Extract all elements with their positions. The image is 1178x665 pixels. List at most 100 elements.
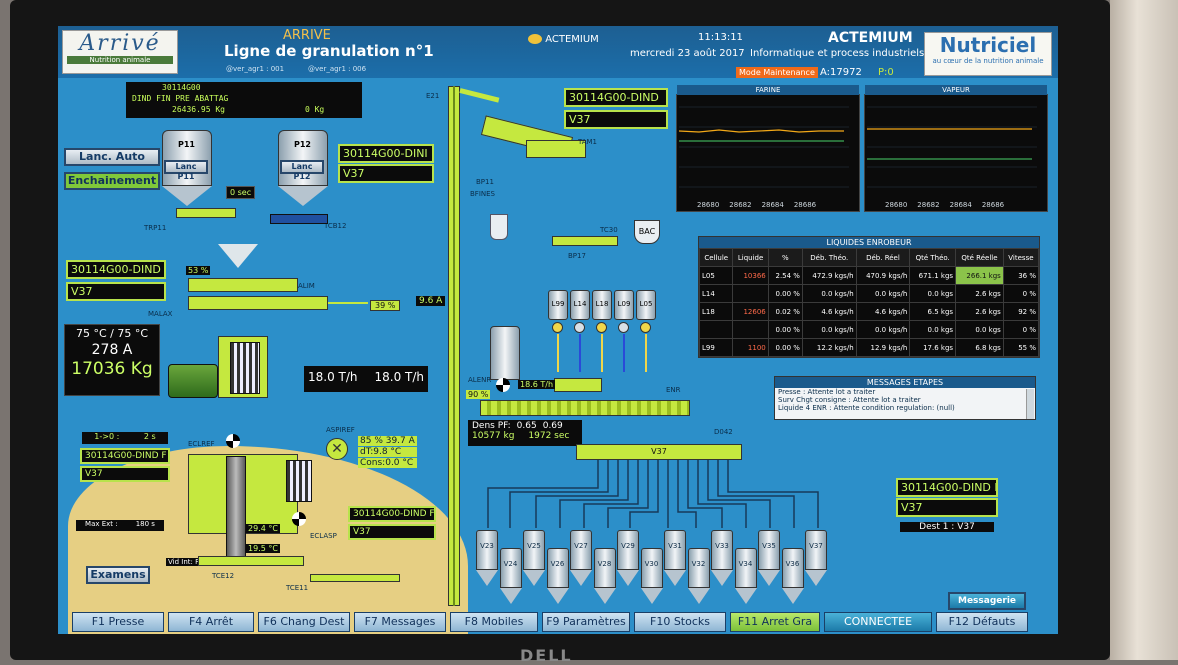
fkey-f9-button[interactable]: F9 Paramètres bbox=[542, 612, 630, 632]
silo-label: V29 bbox=[621, 542, 635, 550]
silo[interactable]: V27 bbox=[570, 530, 592, 588]
timer2-display: 1->0 : 2 s bbox=[82, 432, 168, 444]
silo-label: V34 bbox=[738, 560, 753, 568]
silo[interactable]: V25 bbox=[523, 530, 545, 588]
fkey-f12-button[interactable]: F12 Défauts bbox=[936, 612, 1028, 632]
destination-box-eclasp: V37 bbox=[348, 524, 436, 540]
conveyor-malax bbox=[188, 296, 328, 310]
messages-panel: MESSAGES ETAPES Presse : Attente lot a t… bbox=[774, 376, 1036, 420]
label-alim: ALIM bbox=[298, 282, 315, 290]
liquides-column-header: Déb. Théo. bbox=[801, 248, 857, 267]
liquid-tank-body: L05 bbox=[636, 290, 656, 320]
fkey-f1-button[interactable]: F1 Presse bbox=[72, 612, 164, 632]
valve-yellow-icon bbox=[552, 322, 563, 333]
lanc-p11-button[interactable]: Lanc P11 bbox=[164, 160, 208, 181]
liquid-tank: L99 bbox=[548, 290, 568, 386]
liquid-pipe bbox=[601, 334, 603, 372]
silo-cone bbox=[593, 588, 616, 604]
alim-hopper-shape bbox=[218, 244, 258, 268]
vapeur-xtick-3: 28686 bbox=[981, 201, 1005, 209]
density-row: Dens PF: 0.65 0.69 bbox=[472, 421, 578, 431]
silo[interactable]: V33 bbox=[711, 530, 733, 588]
silo-body bbox=[687, 548, 710, 588]
silo-cone bbox=[805, 570, 827, 586]
silo[interactable]: V37 bbox=[805, 530, 827, 588]
liquides-column-header: Déb. Réel bbox=[855, 248, 911, 267]
table-cell: 0 % bbox=[1002, 284, 1040, 303]
temp-294: 29.4 °C bbox=[246, 524, 280, 533]
product-box-right: 30114G00-DIND F bbox=[896, 478, 998, 497]
fkey-f7-button[interactable]: F7 Messages bbox=[354, 612, 446, 632]
silo-body bbox=[546, 548, 569, 588]
silo-label: V31 bbox=[668, 542, 682, 550]
silo[interactable]: V36 bbox=[781, 548, 804, 606]
conveyor-tcb12 bbox=[270, 214, 328, 224]
silo-cone bbox=[781, 588, 804, 604]
messages-scrollbar[interactable] bbox=[1026, 389, 1034, 419]
silo[interactable]: V34 bbox=[734, 548, 757, 606]
silo[interactable]: V24 bbox=[499, 548, 522, 606]
silo[interactable]: V29 bbox=[617, 530, 639, 588]
bac-tank: BAC bbox=[634, 220, 660, 244]
fkey-connectee-button[interactable]: CONNECTEE bbox=[824, 612, 932, 632]
product-box-eclasp: 30114G00-DIND F bbox=[348, 506, 436, 522]
hopper-p11-label: P11 bbox=[178, 140, 195, 149]
silo[interactable]: V35 bbox=[758, 530, 780, 588]
table-cell: 6.8 kgs bbox=[955, 338, 1004, 357]
silo[interactable]: V26 bbox=[546, 548, 569, 606]
temp-195: 19.5 °C bbox=[246, 544, 280, 553]
fkey-f6-button[interactable]: F6 Chang Dest bbox=[258, 612, 350, 632]
press-current: 278 A bbox=[91, 342, 133, 358]
aspiref-pct-amp: 85 % 39.7 A bbox=[358, 436, 417, 446]
lanc-p12-button[interactable]: Lanc P12 bbox=[280, 160, 324, 181]
amp-display: 9.6 A bbox=[416, 296, 446, 306]
table-cell: 0.00 % bbox=[767, 338, 803, 357]
table-cell: 6.5 kgs bbox=[909, 302, 957, 321]
fkey-f10-button[interactable]: F10 Stocks bbox=[634, 612, 726, 632]
label-tce12: TCE12 bbox=[212, 572, 235, 580]
table-cell: 0.0 kgs/h bbox=[855, 284, 911, 303]
liquid-pipe bbox=[623, 334, 625, 372]
fkey-f8-button[interactable]: F8 Mobiles bbox=[450, 612, 538, 632]
destination-box-malax: V37 bbox=[66, 282, 166, 301]
silo[interactable]: V30 bbox=[640, 548, 663, 606]
fkey-f11-button[interactable]: F11 Arret Gra bbox=[730, 612, 820, 632]
density-panel: Dens PF: 0.65 0.69 10577 kg 1972 sec bbox=[468, 420, 582, 446]
line-feed bbox=[328, 302, 368, 304]
message-line: Liquide 4 ENR : Attente condition regula… bbox=[778, 404, 955, 412]
enchainement-button[interactable]: Enchainement bbox=[64, 172, 160, 190]
messagerie-button[interactable]: Messagerie bbox=[948, 592, 1026, 610]
silo[interactable]: V23 bbox=[476, 530, 498, 588]
liquid-tank-label: L18 bbox=[595, 300, 609, 308]
silo[interactable]: V32 bbox=[687, 548, 710, 606]
silo-label: V27 bbox=[574, 542, 588, 550]
table-cell: 12606 bbox=[732, 302, 769, 321]
table-cell: 266.1 kgs bbox=[955, 266, 1004, 285]
silo[interactable]: V31 bbox=[664, 530, 686, 588]
examens-button[interactable]: Examens bbox=[86, 566, 150, 584]
table-cell: 36 % bbox=[1002, 266, 1040, 285]
liquides-column-header: % bbox=[767, 248, 803, 267]
silo-body bbox=[570, 530, 592, 570]
lanc-auto-button[interactable]: Lanc. Auto bbox=[64, 148, 160, 166]
fkey-f4-button[interactable]: F4 Arrêt bbox=[168, 612, 254, 632]
conveyor-tc30 bbox=[552, 236, 618, 246]
table-cell: L14 bbox=[698, 284, 734, 303]
timer2-value: 2 s bbox=[143, 432, 156, 441]
hopper-p12-label: P12 bbox=[294, 140, 311, 149]
conveyor-tce11 bbox=[310, 574, 400, 582]
silo-cone bbox=[640, 588, 663, 604]
conveyor-tce12 bbox=[198, 556, 304, 566]
liquid-tank-label: L14 bbox=[573, 300, 587, 308]
messages-list[interactable]: Presse : Attente lot a traiter Surv Chgt… bbox=[775, 388, 1035, 412]
label-tam1: TAM1 bbox=[578, 138, 598, 146]
silo[interactable]: V28 bbox=[593, 548, 616, 606]
mode-maintenance-badge[interactable]: Mode Maintenance bbox=[736, 67, 818, 78]
